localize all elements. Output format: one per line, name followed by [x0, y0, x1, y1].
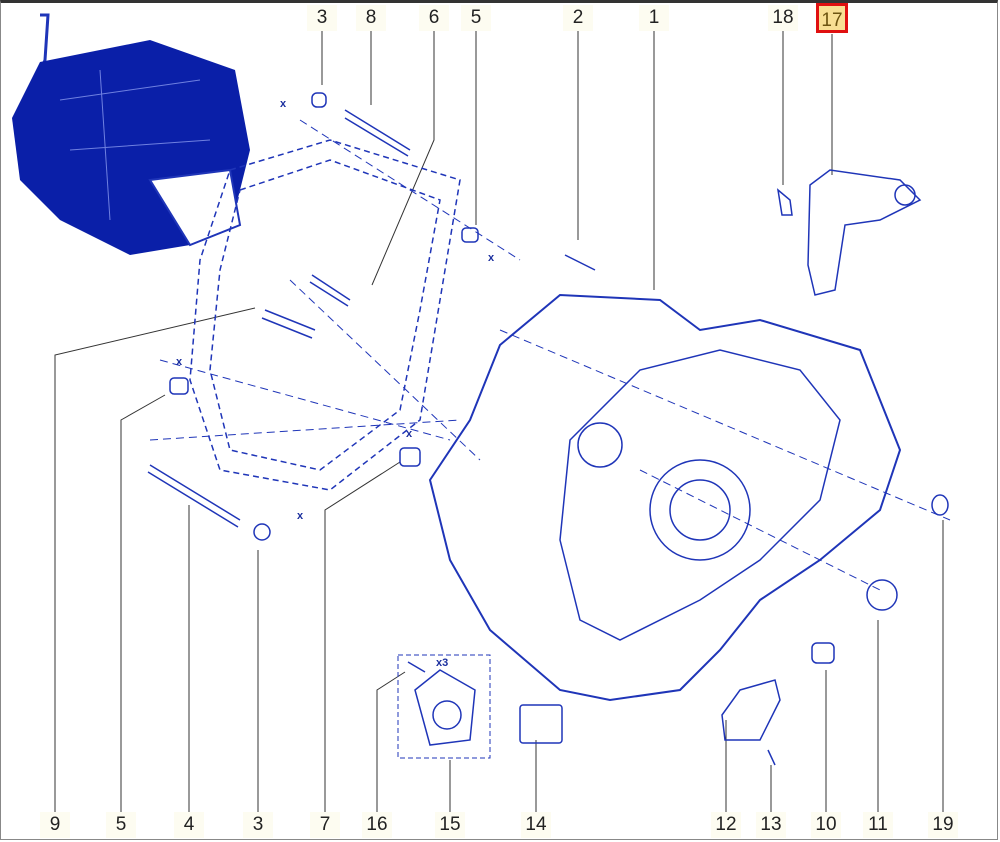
part-label-3[interactable]: 3	[307, 5, 337, 31]
clearance-mark: x	[488, 252, 495, 264]
part-label-3[interactable]: 3	[243, 812, 273, 838]
clearance-mark: x	[297, 510, 304, 522]
part-label-7[interactable]: 7	[310, 812, 340, 838]
part-label-16[interactable]: 16	[362, 812, 392, 838]
part-label-6[interactable]: 6	[419, 5, 449, 31]
part-label-4[interactable]: 4	[174, 812, 204, 838]
part-label-15[interactable]: 15	[435, 812, 465, 838]
clearance-mark: x	[176, 356, 183, 368]
quantity-mark: x3	[436, 657, 449, 669]
part-label-5[interactable]: 5	[106, 812, 136, 838]
component-drawings	[147, 92, 951, 766]
part-label-12[interactable]: 12	[711, 812, 741, 838]
part-label-14[interactable]: 14	[521, 812, 551, 838]
part-label-17-selected[interactable]: 17	[816, 3, 848, 33]
part-label-11[interactable]: 11	[863, 812, 893, 838]
leader-lines	[54, 31, 944, 812]
part-label-10[interactable]: 10	[811, 812, 841, 838]
part-label-13[interactable]: 13	[756, 812, 786, 838]
gearbox-thumbnail	[12, 13, 250, 255]
part-label-8[interactable]: 8	[356, 5, 386, 31]
part-label-5[interactable]: 5	[461, 5, 491, 31]
part-label-1[interactable]: 1	[639, 5, 669, 31]
clearance-mark: x	[406, 428, 413, 440]
part-label-2[interactable]: 2	[563, 5, 593, 31]
part-label-19[interactable]: 19	[928, 812, 958, 838]
clearance-mark: x	[280, 98, 287, 110]
part-label-9[interactable]: 9	[40, 812, 70, 838]
part-label-18[interactable]: 18	[768, 5, 798, 31]
